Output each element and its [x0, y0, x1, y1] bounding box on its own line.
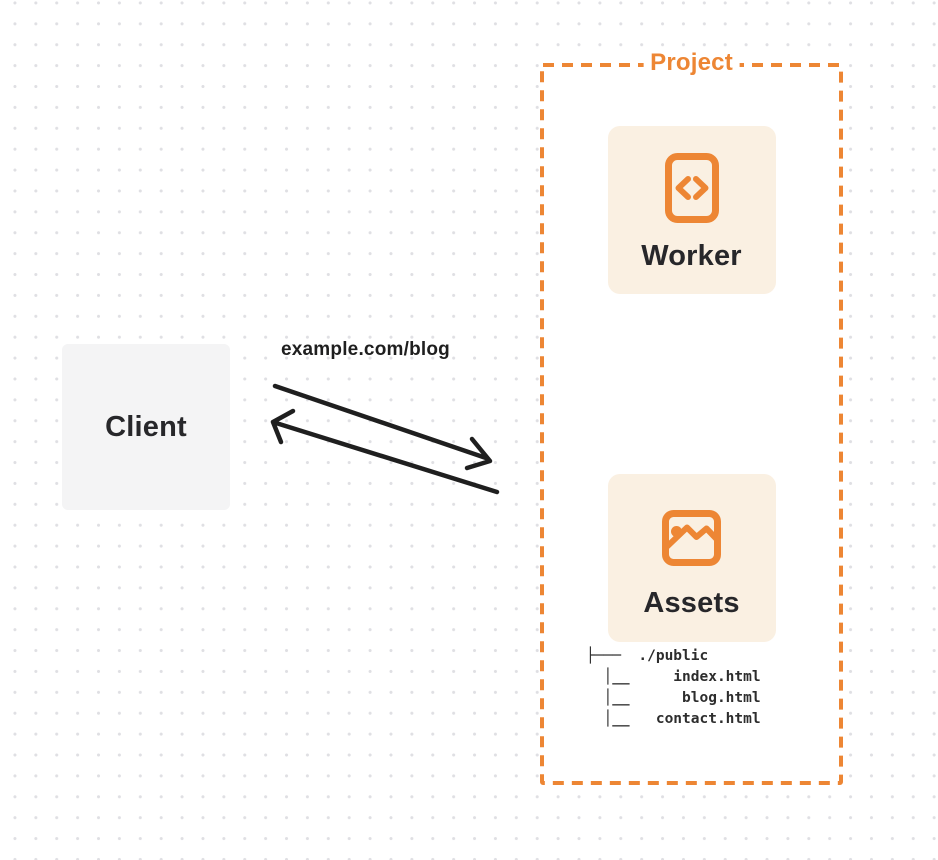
client-label: Client	[105, 410, 187, 443]
dashed-border	[540, 63, 843, 785]
worker-card: Worker	[607, 126, 776, 294]
response-arrow-icon	[270, 408, 500, 495]
code-document-icon	[664, 153, 719, 223]
request-arrow-icon	[272, 383, 493, 471]
client-box: Client	[62, 344, 230, 510]
worker-label: Worker	[641, 240, 742, 272]
project-boundary: Project Worker Assets ├─── ./public │__ …	[540, 49, 843, 785]
project-label: Project	[643, 49, 740, 77]
assets-file-tree: ├─── ./public │__ index.html │__ blog.ht…	[586, 648, 761, 727]
request-url-label: example.com/blog	[281, 339, 450, 360]
assets-label: Assets	[643, 587, 740, 619]
image-icon	[662, 510, 721, 566]
assets-card: Assets	[607, 474, 776, 642]
